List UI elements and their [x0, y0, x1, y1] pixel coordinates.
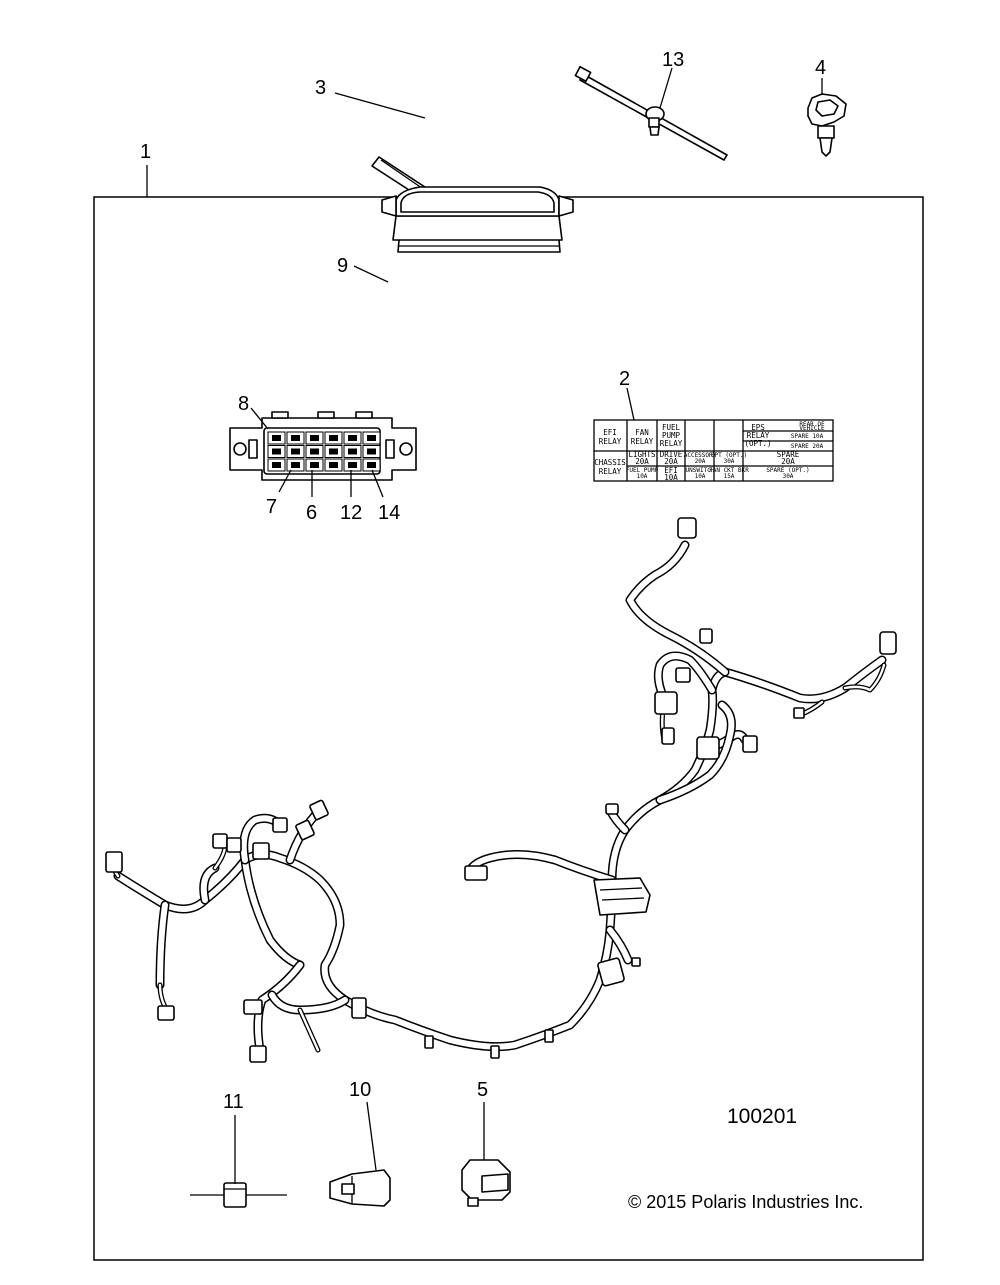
leader-14 [371, 469, 384, 498]
label-lights-2: 20A [635, 457, 649, 466]
label-spare-20a-2a: SPARE [777, 450, 800, 459]
wiring-harness [109, 540, 887, 1055]
leader-13 [659, 67, 673, 109]
callout-9: 9 [337, 255, 348, 277]
connector-5 [461, 1159, 511, 1207]
fuse-terminal [310, 435, 319, 441]
label-fuel-pump-2: 10A [637, 473, 648, 480]
fuse-terminal [329, 435, 338, 441]
label-spare-opt-1: SPARE (OPT.) [766, 467, 809, 474]
leader-3 [334, 92, 426, 119]
fuse-terminal [367, 448, 376, 455]
label-drive-2: 20A [664, 457, 678, 466]
label-fuel-pump-relay-2: PUMP [662, 431, 681, 440]
label-spare-20a-2b: 20A [781, 457, 795, 466]
fuse-box-cover [381, 186, 574, 253]
fuse-terminal [329, 462, 338, 468]
label-fuel-pump-1: FUEL PUMP [626, 467, 659, 474]
label-ept-2: 30A [724, 458, 735, 465]
label-eps-relay-3: (OPT.) [744, 439, 771, 448]
callout-6: 6 [306, 502, 317, 524]
fuse-terminal [329, 448, 338, 455]
label-accessory-2: 20A [695, 458, 706, 465]
leader-9 [353, 265, 389, 283]
fuse-terminal [291, 435, 300, 441]
fuse-terminal [310, 462, 319, 468]
fuse-terminal [348, 435, 357, 441]
callout-13: 13 [662, 49, 684, 71]
fuse-terminal [310, 448, 319, 455]
callout-12: 12 [340, 502, 362, 524]
inline-diode [190, 1182, 287, 1208]
callout-14: 14 [378, 502, 400, 524]
diagram-number: 100201 [727, 1105, 797, 1128]
label-rear-1: REAR OF [799, 421, 825, 428]
callout-5: 5 [477, 1079, 488, 1101]
label-rear-2: VEHICLE [799, 425, 825, 432]
harness-connectors [105, 517, 897, 1063]
callout-3: 3 [315, 77, 326, 99]
label-efi-relay-1: EFI [603, 428, 617, 437]
label-accessory-1: ACCESSORY [684, 452, 717, 459]
label-lights-1: LIGHTS [628, 450, 656, 459]
copyright-notice: © 2015 Polaris Industries Inc. [628, 1192, 863, 1212]
fuse-terminal [367, 435, 376, 441]
label-ept-1: EPT (OPT.) [711, 452, 747, 459]
label-unswitch-2: 10A [695, 473, 706, 480]
leader-10 [366, 1101, 377, 1171]
callout-8: 8 [238, 393, 249, 415]
terminal-10 [329, 1169, 391, 1207]
callout-11: 11 [223, 1091, 244, 1113]
label-spare-opt-2: 30A [783, 473, 794, 480]
label-efi-2: 10A [664, 473, 678, 482]
label-eps-relay-1: EPS [751, 423, 765, 432]
kit-frame [93, 196, 924, 1261]
label-spare-20a-1: SPARE 20A [791, 443, 824, 450]
callout-10: 10 [349, 1079, 371, 1101]
label-fan-relay-2: RELAY [631, 437, 654, 446]
callout-7: 7 [266, 496, 277, 518]
fuse-terminal [291, 448, 300, 455]
leader-8 [250, 407, 269, 430]
fuse-terminal [348, 448, 357, 455]
callout-2: 2 [619, 368, 630, 390]
fuse-terminal [272, 448, 281, 455]
label-chassis-relay-2: RELAY [599, 467, 622, 476]
fuse-terminal [272, 462, 281, 468]
fuse-label-decal: EFI RELAY FAN RELAY FUEL PUMP RELAY EPS … [593, 419, 834, 482]
label-fan-ckt-1: FAN CKT BKR [709, 467, 749, 474]
label-eps-relay-2: RELAY [747, 431, 770, 440]
harness-clip [807, 93, 847, 157]
label-spare-10a: SPARE 10A [791, 433, 824, 440]
fuse-terminal [348, 462, 357, 468]
fuse-block [229, 411, 417, 481]
fuse-terminal [291, 462, 300, 468]
label-drive-1: DRIVE [660, 450, 683, 459]
fuse-terminal [367, 462, 376, 468]
fuse-terminal [272, 435, 281, 441]
label-fan-relay-1: FAN [635, 428, 649, 437]
label-fuel-pump-relay-3: RELAY [660, 439, 683, 448]
push-mount-tie [574, 65, 728, 161]
label-unswitch-1: UNSWITCH [686, 467, 715, 474]
callout-4: 4 [815, 57, 826, 79]
label-fan-ckt-2: 15A [724, 473, 735, 480]
label-chassis-relay-1: CHASSIS [594, 458, 626, 467]
callout-1: 1 [140, 141, 151, 163]
label-fuel-pump-relay-1: FUEL [662, 423, 681, 432]
leader-7 [278, 469, 292, 493]
label-efi-1: EFI [664, 466, 678, 475]
leader-2 [626, 387, 635, 421]
label-efi-relay-2: RELAY [599, 437, 622, 446]
